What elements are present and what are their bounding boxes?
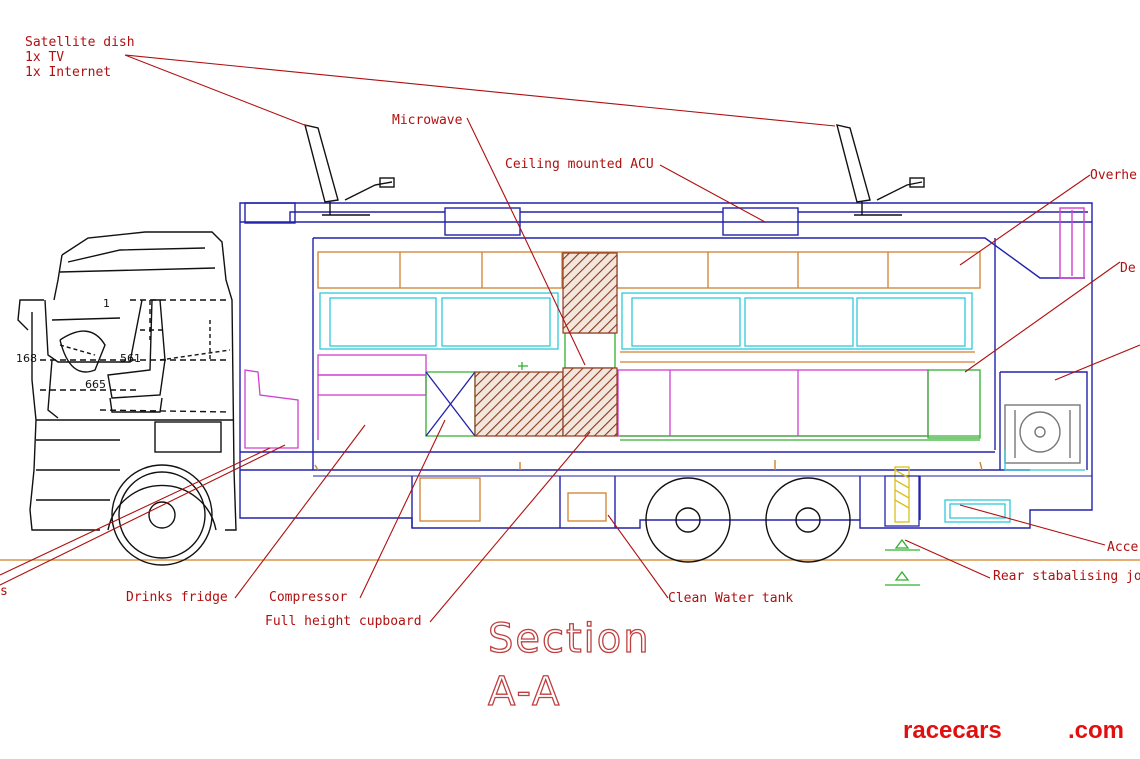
label-compressor: Compressor	[269, 590, 347, 605]
overhead-cabinets	[317, 251, 981, 522]
label-microwave: Microwave	[392, 113, 463, 128]
rear-jack	[884, 466, 920, 586]
hatched-cupboards	[474, 252, 618, 437]
watermark-racecars: racecars	[903, 717, 1002, 744]
label-acce: Acce	[1107, 540, 1138, 555]
watermark-com: .com	[1068, 717, 1124, 744]
leader-lines	[0, 54, 1140, 623]
label-full-height-cupboard: Full height cupboard	[265, 614, 422, 629]
satellite-dish-left	[304, 124, 395, 216]
label-ceiling-acu: Ceiling mounted ACU	[505, 157, 654, 172]
rear-wheels	[645, 477, 851, 563]
satellite-dish-right	[836, 124, 925, 216]
watermark-logo: racecars .com	[903, 717, 1124, 744]
label-overhead: Overhe	[1090, 168, 1137, 183]
section-title: Section A-A	[487, 615, 651, 715]
callout-labels: Satellite dish 1x TV 1x Internet Microwa…	[0, 35, 1140, 629]
label-des: De	[1120, 261, 1136, 276]
label-clean-water-tank: Clean Water tank	[668, 591, 793, 606]
label-rear-stabalising: Rear stabalising jo	[993, 569, 1140, 584]
dimension-label: 168	[16, 352, 37, 365]
dimension-label: 561	[120, 352, 141, 365]
cab-dimension-labels: 1 168 561 665	[16, 297, 141, 391]
section-title-line2: A-A	[488, 669, 561, 715]
trailer-body	[239, 202, 1093, 529]
section-title-line1: Section	[488, 616, 651, 662]
truck-cab	[17, 231, 237, 566]
label-satellite-internet: 1x Internet	[25, 65, 111, 80]
dimension-label: 1	[103, 297, 110, 310]
label-satellite-tv: 1x TV	[25, 50, 64, 65]
label-drinks-fridge: Drinks fridge	[126, 590, 228, 605]
label-left-edge: s	[0, 584, 8, 599]
dimension-label: 665	[85, 378, 106, 391]
label-satellite-dish: Satellite dish	[25, 35, 135, 50]
windows	[319, 292, 1085, 523]
